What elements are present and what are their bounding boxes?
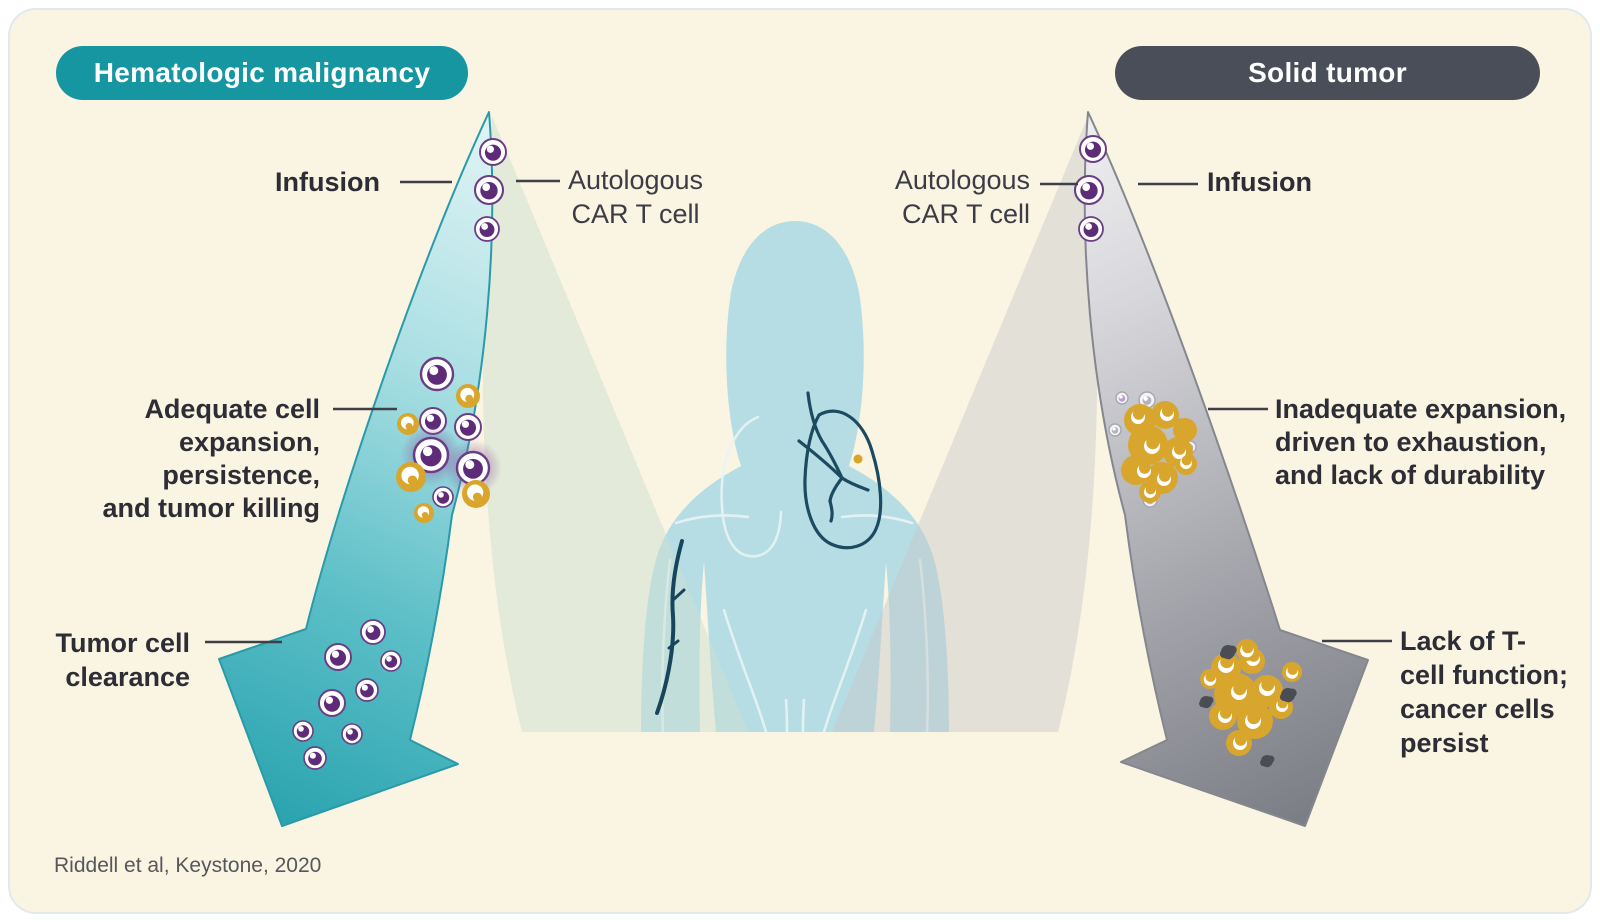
infusion-label-left: Infusion: [275, 167, 380, 197]
exhausted-cells-and-tumor-mass: [1108, 391, 1197, 508]
right-beam: [832, 116, 1098, 732]
lack-of-function-label: Lack of T- cell function; cancer cells p…: [1400, 626, 1568, 758]
arm-vein: [655, 539, 686, 715]
solid-tumor-badge: Solid tumor: [1115, 46, 1540, 100]
hematologic-arrow: [218, 111, 494, 827]
solid-tumor-arrow: [1083, 111, 1369, 827]
car-t-cells-infusion-right: [1073, 135, 1107, 242]
autologous-car-t-label-right: Autologous CAR T cell: [894, 165, 1030, 229]
car-t-cells-infusion-left: [473, 138, 507, 242]
car-t-cells-clearance: [292, 619, 402, 770]
hematologic-malignancy-badge: Hematologic malignancy: [56, 46, 468, 100]
citation-text: Riddell et al, Keystone, 2020: [54, 854, 322, 877]
lung-outline: [797, 391, 883, 550]
adequate-expansion-label: Adequate cell expansion, persistence, an…: [102, 394, 320, 523]
infusion-label-right: Infusion: [1207, 167, 1312, 197]
leader-lines: [205, 179, 1392, 644]
autologous-car-t-label-left: Autologous CAR T cell: [567, 165, 704, 229]
inadequate-expansion-label: Inadequate expansion, driven to exhausti…: [1275, 394, 1567, 490]
left-beam: [482, 116, 748, 732]
car-t-and-tumor-cells-expansion: [396, 356, 502, 523]
persisting-tumor-mass-dead-cells: [1199, 639, 1302, 768]
tumor-cell-clearance-label: Tumor cell clearance: [55, 628, 190, 692]
tumor-site-dot: [853, 454, 863, 464]
